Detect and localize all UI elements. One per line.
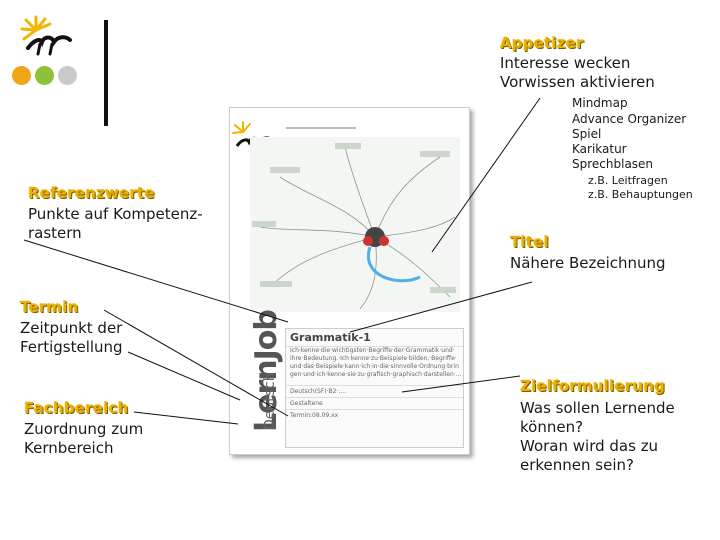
- document-header-line: [286, 127, 356, 129]
- referenzwerte-line: Punkte auf Kompetenz-: [28, 205, 203, 223]
- grammar-line: gen·und·ich·kenne·sie·zu·grafisch·graphi…: [290, 371, 462, 378]
- zielformulierung-line: können?: [520, 418, 584, 436]
- grammar-line: Ich·kenne·die·wichtigsten·Begriffe·der·G…: [290, 347, 455, 354]
- grammar-line: ihre·Bedeutung.·Ich·kenne·zu·Beispiele·b…: [290, 355, 457, 362]
- grammar-box-title: Grammatik-1: [286, 329, 463, 347]
- divider-bar: [104, 20, 108, 126]
- zielformulierung-line: Was sollen Lernende: [520, 399, 675, 417]
- termin-line: Zeitpunkt der: [20, 319, 123, 337]
- zielformulierung-line: erkennen sein?: [520, 456, 634, 474]
- zielformulierung-line: Woran wird das zu: [520, 437, 659, 455]
- zielformulierung-heading: Zielformulierung: [520, 377, 666, 395]
- fachbereich-heading: Fachbereich: [24, 399, 129, 417]
- sun-logo-icon: [20, 15, 72, 56]
- appetizer-line: Interesse wecken: [500, 54, 631, 72]
- titel-line: Nähere Bezeichnung: [510, 254, 666, 272]
- termin-line: Fertigstellung: [20, 338, 123, 356]
- green-dot-icon: [35, 66, 54, 85]
- grammar-line: und·das·Beispiele·kann·ich·in·die·sinnvo…: [290, 363, 459, 370]
- grey-dot-icon: [58, 66, 77, 85]
- logo-dots: [12, 66, 81, 89]
- orange-dot-icon: [12, 66, 31, 85]
- appetizer-subsubitem: z.B. Leitfragen: [588, 174, 668, 187]
- appetizer-line: Vorwissen aktivieren: [500, 73, 655, 91]
- titel-heading: Titel: [510, 233, 549, 251]
- referenzwerte-heading: Referenzwerte: [28, 184, 155, 202]
- appetizer-subitem: Advance Organizer: [572, 112, 687, 126]
- fachbereich-line: Zuordnung zum: [24, 420, 144, 438]
- appetizer-heading: Appetizer: [500, 34, 584, 52]
- termin-heading: Termin: [20, 298, 79, 316]
- appetizer-subitem: Sprechblasen: [572, 157, 654, 171]
- appetizer-subsubitem: z.B. Behauptungen: [588, 188, 693, 201]
- fachbereich-line: Kernbereich: [24, 439, 114, 457]
- grammar-field: Gestaltene: [286, 397, 463, 409]
- logo: [14, 14, 84, 60]
- mindmap-illustration: [250, 137, 460, 312]
- appetizer-subitem: Mindmap: [572, 96, 628, 110]
- appetizer-subitem: Spiel: [572, 127, 602, 141]
- referenzwerte-line: rastern: [28, 224, 82, 242]
- appetizer-subitem: Karikatur: [572, 142, 627, 156]
- grammar-field: Deutsch(SF)·B2·....: [286, 385, 463, 397]
- grammar-field: Termin:08.09.xx: [286, 409, 463, 421]
